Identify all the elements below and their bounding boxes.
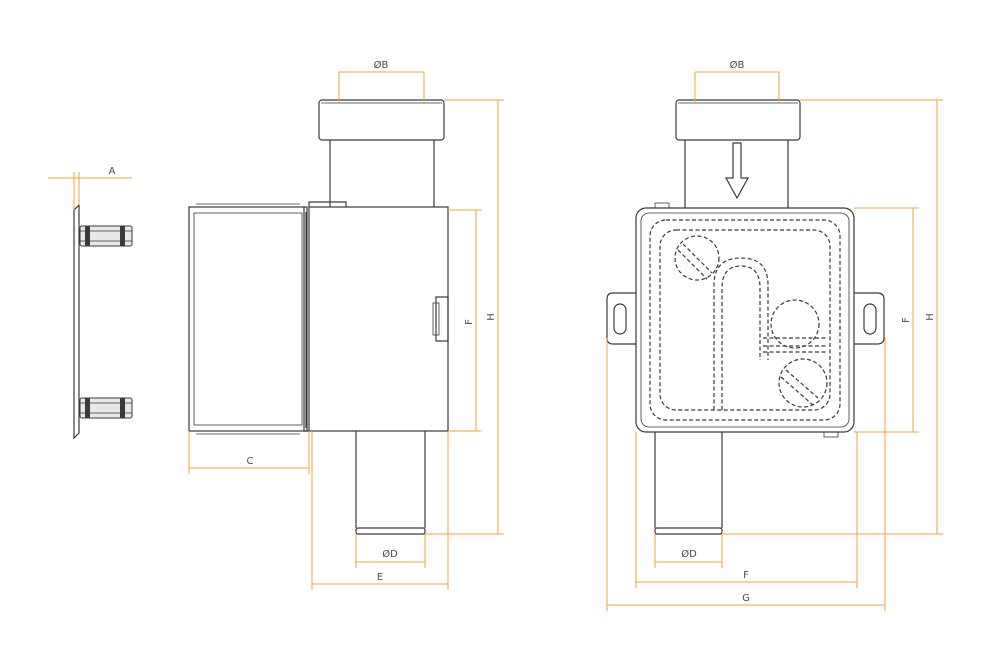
arrow-down-icon: [724, 142, 750, 200]
dim-h-label-front: H: [925, 313, 936, 321]
front-view: ØB H F ØD F G: [606, 59, 943, 611]
dim-f-label-front-vertical: F: [901, 317, 912, 323]
dim-f-label-front-horizontal: F: [743, 570, 749, 581]
dim-d-label-front: ØD: [681, 548, 697, 560]
side-view: ØB H F C ØD E: [188, 59, 504, 590]
dim-b-label-side: ØB: [374, 59, 389, 71]
dim-c-label: C: [247, 456, 254, 467]
dim-h-label-side: H: [486, 313, 497, 321]
dim-b-label-front: ØB: [730, 59, 745, 71]
dim-a-label: A: [109, 166, 116, 177]
dim-g-label: G: [742, 593, 750, 604]
side-plate-view: A: [48, 166, 133, 440]
dim-e-label: E: [377, 572, 383, 583]
dim-f-label-side: F: [464, 319, 475, 325]
dim-d-label-side: ØD: [382, 548, 398, 560]
